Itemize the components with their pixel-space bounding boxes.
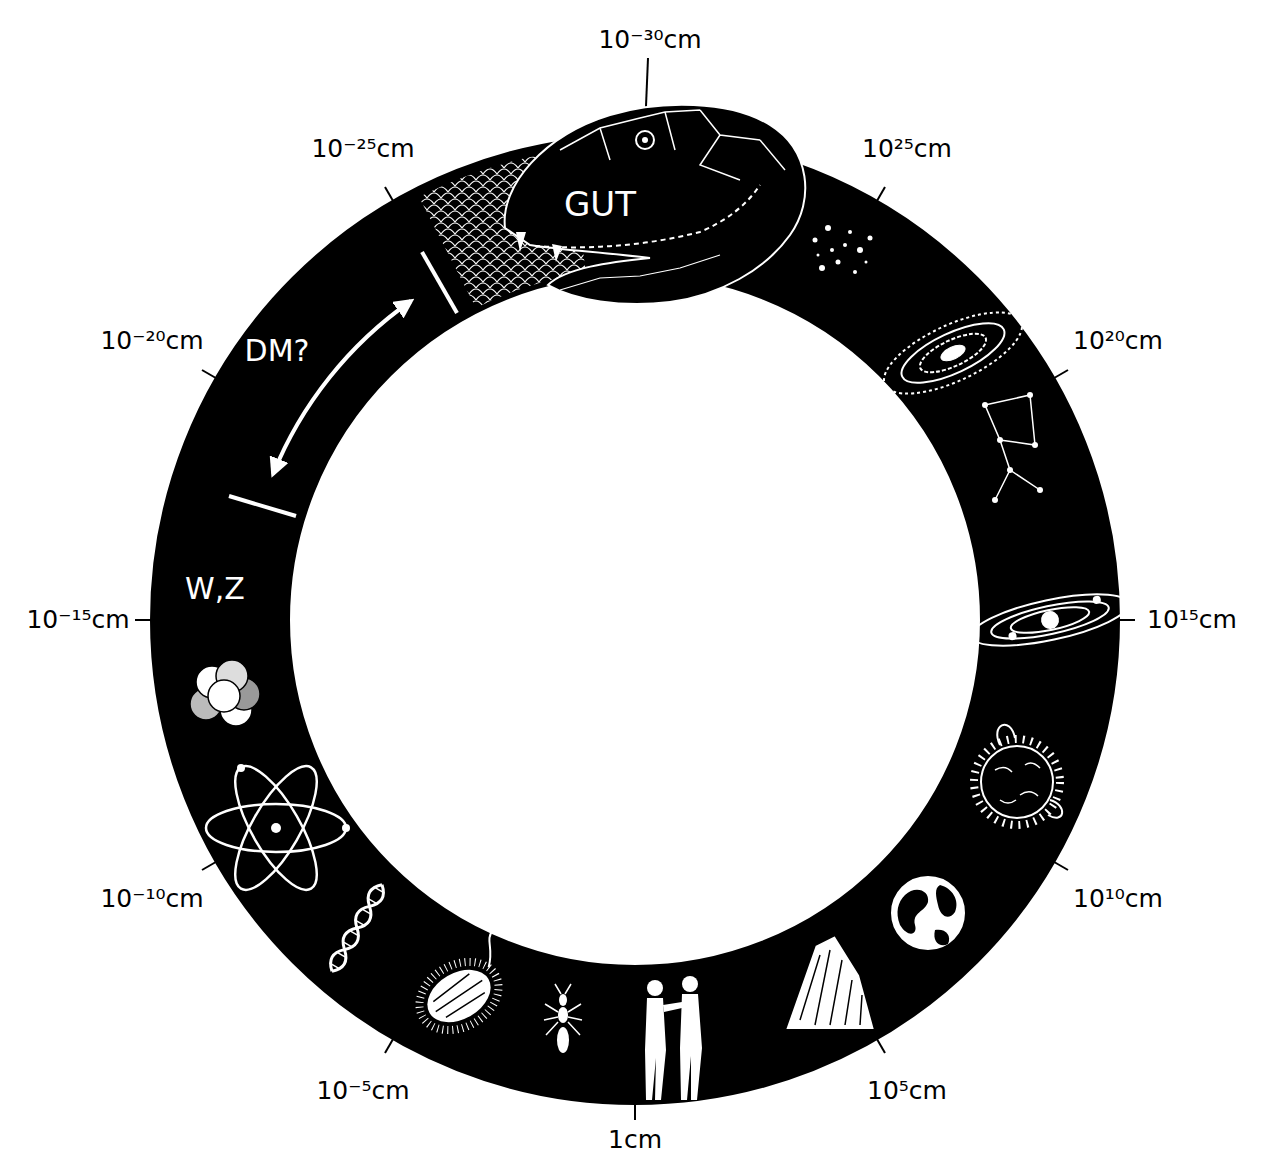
ant bbox=[544, 984, 582, 1053]
scale-label: 1cm bbox=[608, 1126, 662, 1154]
dm-range-arrow bbox=[229, 252, 457, 516]
solar-system bbox=[968, 583, 1135, 656]
scale-label: 10⁵cm bbox=[867, 1077, 947, 1105]
scale-label: 10²⁰cm bbox=[1073, 327, 1163, 355]
scale-label: 10¹⁵cm bbox=[1147, 606, 1237, 634]
scale-ticks bbox=[135, 58, 1135, 1120]
nucleus bbox=[190, 660, 260, 726]
bacterium bbox=[403, 930, 529, 1043]
snake-body bbox=[220, 205, 1050, 1035]
mountain bbox=[785, 935, 875, 1030]
snake-head bbox=[505, 105, 806, 304]
atom bbox=[206, 755, 350, 900]
human-figures bbox=[645, 976, 702, 1100]
region-label: W,Z bbox=[185, 572, 245, 605]
scale-label: 10²⁵cm bbox=[862, 135, 952, 163]
scale-label: 10⁻¹⁵cm bbox=[26, 606, 129, 634]
scale-label: 10⁻²⁵cm bbox=[311, 135, 414, 163]
scale-label: 10⁻³⁰cm bbox=[598, 26, 701, 54]
sun bbox=[974, 725, 1062, 825]
earth bbox=[890, 875, 966, 951]
scale-label: 10¹⁰cm bbox=[1073, 885, 1163, 913]
dna-helix bbox=[326, 881, 388, 975]
region-label: DM? bbox=[245, 334, 310, 367]
scale-label: 10⁻²⁰cm bbox=[100, 327, 203, 355]
scale-label: 10⁻¹⁰cm bbox=[100, 885, 203, 913]
galaxy-cluster bbox=[813, 225, 873, 274]
region-label: GUT bbox=[564, 186, 636, 223]
scale-label: 10⁻⁵cm bbox=[316, 1077, 409, 1105]
spiral-galaxy bbox=[873, 296, 1033, 410]
constellation bbox=[982, 392, 1043, 503]
